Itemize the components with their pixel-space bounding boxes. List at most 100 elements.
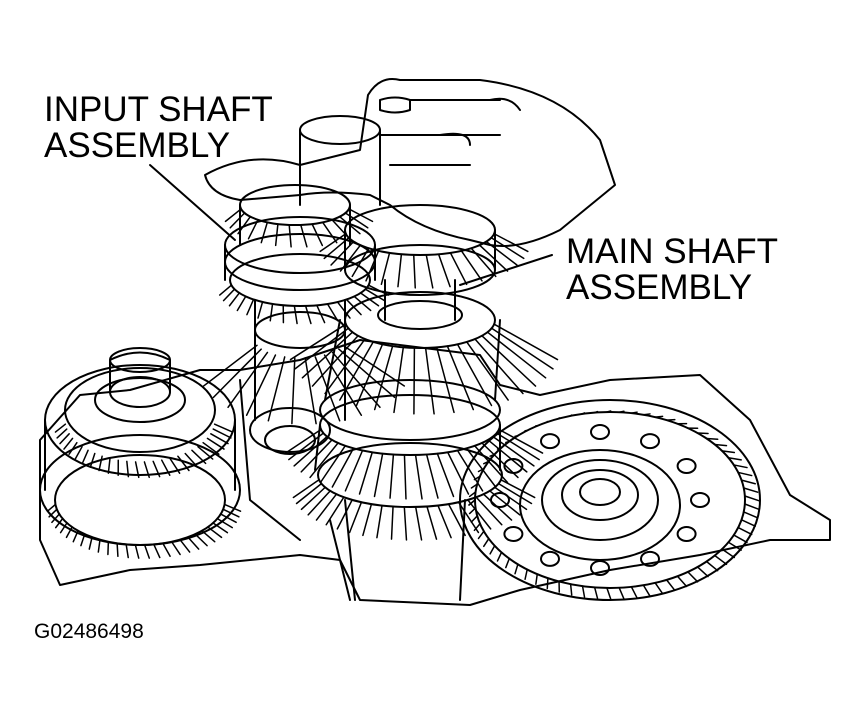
gear-tooth — [581, 412, 586, 415]
gear-tooth — [514, 434, 519, 438]
input-leader-line — [149, 164, 236, 241]
gear-tooth — [330, 240, 355, 266]
gear-tooth — [339, 244, 362, 272]
bolt — [503, 526, 524, 542]
gear-tooth — [206, 437, 225, 450]
gear-tooth — [210, 433, 229, 445]
gear-tooth — [742, 511, 759, 519]
gear-tooth — [63, 437, 74, 450]
gear-tooth — [309, 442, 339, 479]
gear-tooth — [618, 587, 625, 600]
gear-tooth — [300, 224, 308, 248]
gear-tooth — [676, 575, 688, 588]
bolt — [676, 526, 697, 542]
gear-tooth — [505, 557, 511, 569]
gear-tooth — [300, 439, 333, 473]
gear-tooth — [236, 295, 247, 312]
gear-tooth — [468, 499, 476, 506]
gear-tooth — [194, 533, 208, 547]
gear-tooth — [187, 536, 200, 550]
gear-tooth — [293, 435, 328, 467]
gear-tooth — [593, 586, 599, 600]
gear-tooth — [202, 344, 258, 387]
gear-tooth — [665, 579, 676, 592]
gear-tooth — [134, 461, 140, 479]
gear-tooth — [319, 232, 347, 253]
gear-tooth — [54, 423, 67, 433]
gear-tooth — [393, 346, 405, 414]
gear-tooth — [460, 250, 483, 282]
gear-tooth — [292, 479, 320, 499]
gear-tooth — [524, 568, 528, 580]
gear-tooth — [425, 453, 439, 499]
gear-tooth — [160, 459, 171, 476]
input-shaft-label-line1: INPUT SHAFT — [44, 90, 273, 129]
gear-tooth — [353, 295, 372, 312]
gear-tooth — [358, 451, 374, 495]
gear-tooth — [721, 450, 736, 454]
bolt — [590, 424, 610, 440]
gear-tooth — [54, 517, 64, 529]
gear-tooth — [46, 503, 57, 512]
gear-tooth — [223, 503, 242, 512]
gear-tooth — [713, 554, 728, 566]
transmission-case — [39, 339, 831, 606]
gear-tooth — [376, 504, 383, 539]
gear-tooth — [311, 223, 324, 247]
gear-tooth — [338, 348, 396, 399]
gear-tooth — [492, 435, 535, 467]
gear-tooth — [316, 304, 326, 324]
gear-tooth — [468, 491, 477, 498]
gear-tooth — [642, 584, 651, 597]
gear-tooth — [260, 221, 269, 244]
gear-tooth — [179, 538, 191, 553]
gear-tooth — [483, 537, 490, 548]
ring-gear-teeth — [468, 410, 760, 600]
gear-tooth — [362, 503, 373, 537]
gear-tooth — [514, 563, 519, 575]
gear-tooth — [456, 449, 484, 492]
gear-tooth — [470, 483, 478, 489]
gear-tooth — [403, 506, 408, 541]
gear-tooth — [184, 452, 199, 468]
gear-tooth — [169, 457, 181, 474]
gear-tooth — [740, 519, 757, 527]
gear-tooth — [219, 513, 237, 524]
gear-tooth — [390, 505, 394, 540]
gear-tooth — [593, 410, 599, 414]
gear-tooth — [65, 526, 73, 539]
bolt — [540, 550, 560, 567]
gear-tooth — [424, 347, 435, 415]
gear-tooth — [338, 215, 361, 235]
gear-tooth — [497, 482, 533, 505]
gear-tooth — [291, 357, 296, 425]
gear-tooth — [72, 530, 79, 543]
main-shaft-callout: MAIN SHAFT ASSEMBLY — [566, 234, 778, 306]
gear-tooth — [364, 288, 386, 302]
gear-tooth — [247, 219, 259, 240]
gear-tooth — [237, 215, 252, 235]
gear-tooth — [89, 452, 96, 468]
gear-tooth — [493, 232, 529, 253]
main-leader-line — [459, 254, 553, 286]
gear-tooth — [535, 573, 538, 585]
gear-tooth — [500, 479, 536, 499]
bolt — [540, 433, 560, 450]
gear-tooth — [403, 454, 407, 500]
gear-tooth — [88, 536, 93, 550]
gear-tooth — [397, 253, 403, 288]
gear-tooth — [487, 439, 528, 473]
input-shaft-callout: INPUT SHAFT ASSEMBLY — [44, 92, 273, 164]
gear-tooth — [126, 460, 130, 478]
gear-tooth — [319, 445, 346, 484]
gear-tooth — [365, 250, 380, 282]
gear-tooth — [486, 331, 547, 379]
gear-tooth — [197, 445, 214, 460]
input-shaft-label-line2: ASSEMBLY — [44, 126, 231, 165]
gear-tooth — [482, 493, 513, 521]
gear-tooth — [80, 533, 86, 547]
gear-tooth — [98, 455, 103, 472]
bolt — [490, 492, 510, 508]
gear-tooth — [447, 503, 466, 537]
